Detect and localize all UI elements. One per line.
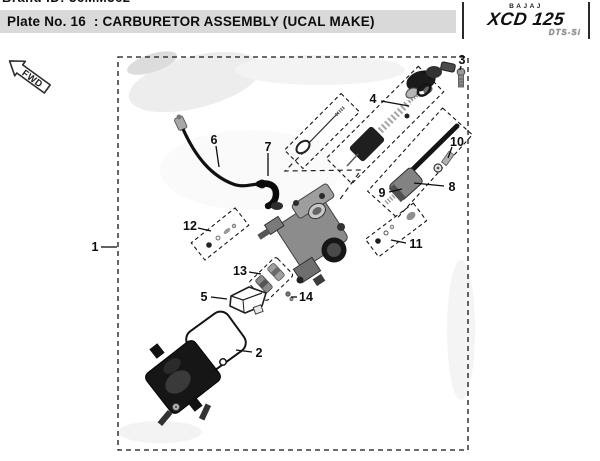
- carburetor-top-cap: [405, 61, 456, 99]
- logo-variant-text: DTS-Si: [548, 28, 581, 37]
- plate-title: Plate No. 16 : CARBURETOR ASSEMBLY (UCAL…: [7, 14, 375, 29]
- callout-12: 12: [183, 219, 197, 233]
- bowl-screws: [157, 403, 212, 427]
- cap-screw-part3: [456, 67, 466, 88]
- callout-13: 13: [233, 264, 247, 278]
- callout-leader-lines: [101, 65, 462, 353]
- fwd-direction-tag: FWD: [8, 60, 52, 94]
- bajaj-logo: BAJAJ XCD 125 DTS-Si: [462, 2, 590, 39]
- small-parts-box-11: [364, 202, 428, 258]
- logo-brand-text: BAJAJ: [509, 3, 543, 10]
- float-bowl: [145, 340, 221, 414]
- callout-3: 3: [459, 53, 466, 67]
- callout-numbers: 1 2 3 4 5 6 7 8 9 10 11 12 13 14: [92, 53, 466, 360]
- callout-5: 5: [201, 290, 208, 304]
- callout-1: 1: [92, 240, 99, 254]
- carburetor-body: [257, 183, 348, 287]
- plate-title-bar: Plate No. 16 : CARBURETOR ASSEMBLY (UCAL…: [0, 10, 456, 33]
- clipped-top-text-label: Brand ID: 36MM362: [2, 0, 262, 5]
- callout-7: 7: [265, 140, 272, 154]
- throttle-valve-box: [325, 65, 445, 185]
- jet-needle-box: [283, 92, 361, 170]
- connector-dashed-lines: [283, 150, 363, 203]
- choke-plunger-box: [366, 107, 474, 219]
- needle-clip-part14: [285, 291, 294, 301]
- float-part5: [229, 286, 267, 315]
- throttle-cable: [174, 114, 280, 210]
- assembly-boundary-box: [117, 56, 469, 451]
- callout-14: 14: [299, 290, 313, 304]
- callout-8: 8: [449, 180, 456, 194]
- callout-10: 10: [450, 135, 464, 149]
- callout-4: 4: [370, 92, 377, 106]
- small-parts-box-12: [190, 207, 250, 261]
- callout-9: 9: [379, 186, 386, 200]
- callout-6: 6: [211, 133, 218, 147]
- callout-2: 2: [256, 346, 263, 360]
- clipped-top-text: Brand ID: 36MM362: [2, 0, 262, 6]
- callout-11: 11: [409, 237, 422, 251]
